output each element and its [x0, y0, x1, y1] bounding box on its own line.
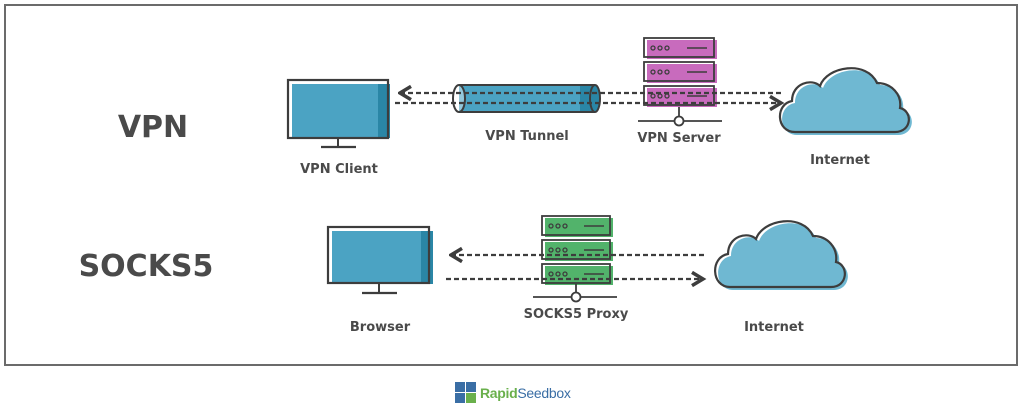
vpn-tunnel-icon — [452, 84, 601, 113]
logo-text-seedbox: Seedbox — [517, 385, 571, 401]
browser-label: Browser — [350, 320, 411, 335]
vpn-tunnel-label: VPN Tunnel — [485, 129, 568, 144]
vpn-server-label: VPN Server — [637, 131, 721, 146]
logo-grid-icon — [455, 382, 476, 403]
socks5-internet-label: Internet — [744, 320, 804, 335]
socks5-proxy-label: SOCKS5 Proxy — [524, 307, 629, 322]
browser-monitor-icon — [326, 225, 433, 295]
socks5-internet-cloud-icon — [714, 220, 848, 290]
vpn-client-monitor-icon — [286, 78, 390, 149]
socks5-title: SOCKS5 — [79, 249, 214, 284]
vpn-client-label: VPN Client — [300, 162, 378, 177]
rapidseedbox-logo: RapidSeedbox — [455, 382, 571, 404]
vpn-internet-cloud-icon — [778, 67, 912, 135]
diagram-frame — [4, 4, 1018, 366]
vpn-server-icon — [638, 37, 722, 127]
vpn-internet-label: Internet — [810, 153, 870, 168]
socks5-proxy-icon — [533, 215, 617, 303]
logo-text-rapid: Rapid — [480, 385, 518, 401]
vpn-title: VPN — [118, 110, 188, 145]
